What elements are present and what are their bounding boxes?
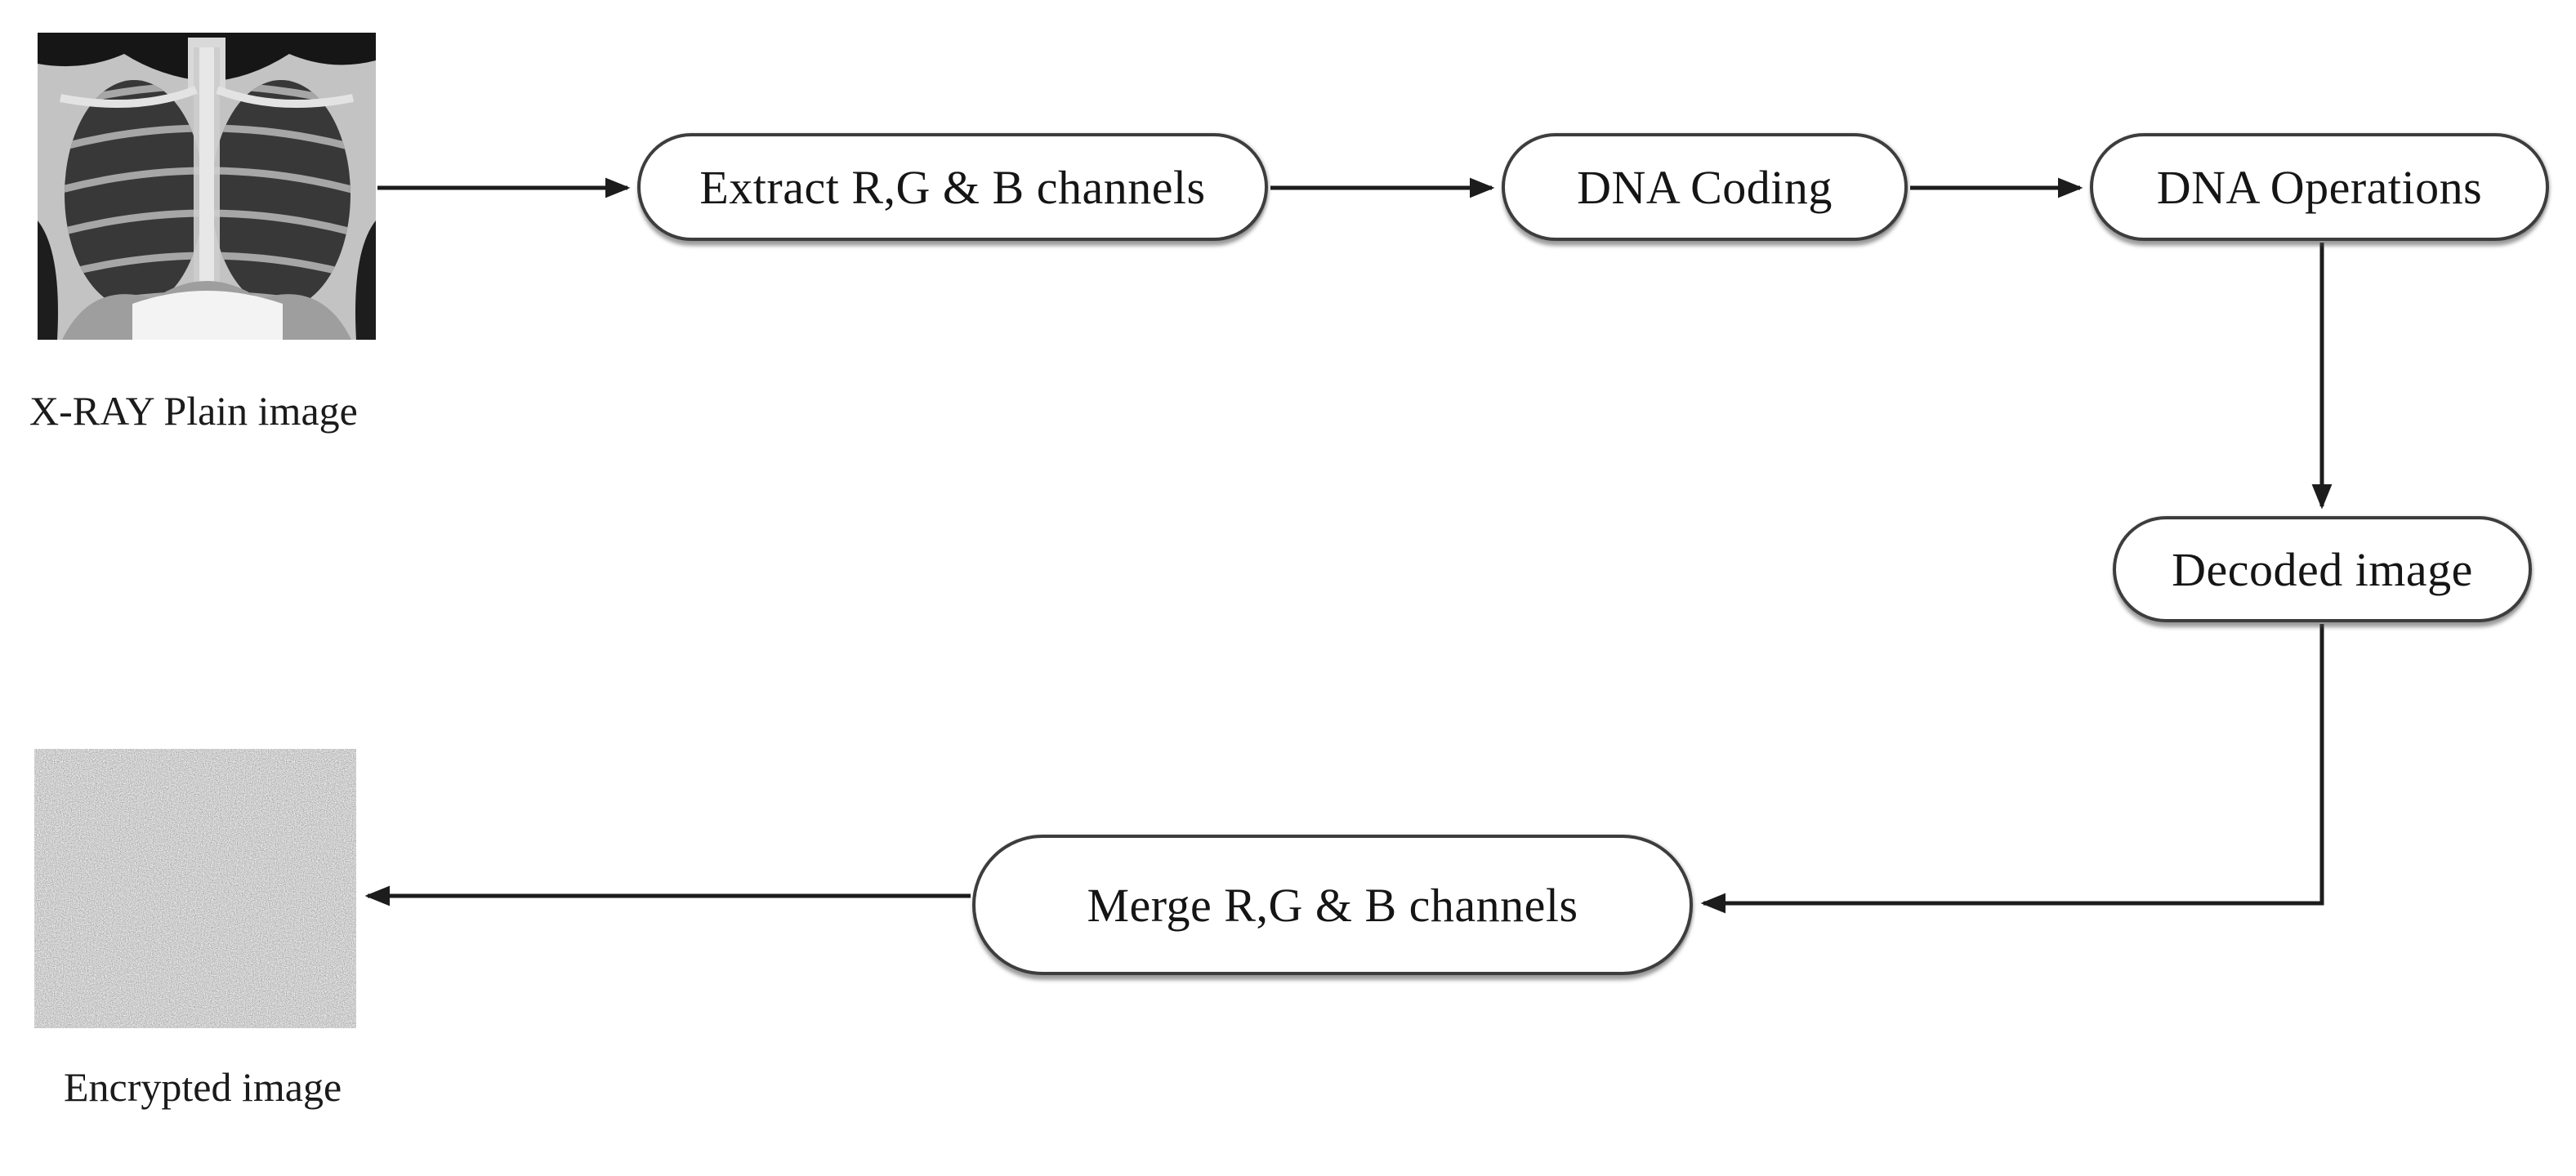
node-merge-channels: Merge R,G & B channels (972, 835, 1693, 975)
node-decoded-image: Decoded image (2113, 516, 2532, 622)
xray-plain-image (38, 33, 376, 340)
node-extract-channels-label: Extract R,G & B channels (699, 160, 1206, 214)
node-dna-coding-label: DNA Coding (1577, 160, 1833, 214)
node-extract-channels: Extract R,G & B channels (637, 133, 1268, 241)
node-merge-channels-label: Merge R,G & B channels (1087, 878, 1578, 932)
node-dna-operations-label: DNA Operations (2156, 160, 2483, 214)
xray-image-label: X-RAY Plain image (29, 388, 358, 434)
encrypted-image-label: Encrypted image (64, 1064, 342, 1110)
node-decoded-image-label: Decoded image (2172, 542, 2473, 596)
node-dna-operations: DNA Operations (2090, 133, 2549, 241)
encrypted-image (34, 749, 356, 1028)
arrow-decoded-to-merge (1700, 624, 2324, 914)
node-dna-coding: DNA Coding (1502, 133, 1908, 241)
